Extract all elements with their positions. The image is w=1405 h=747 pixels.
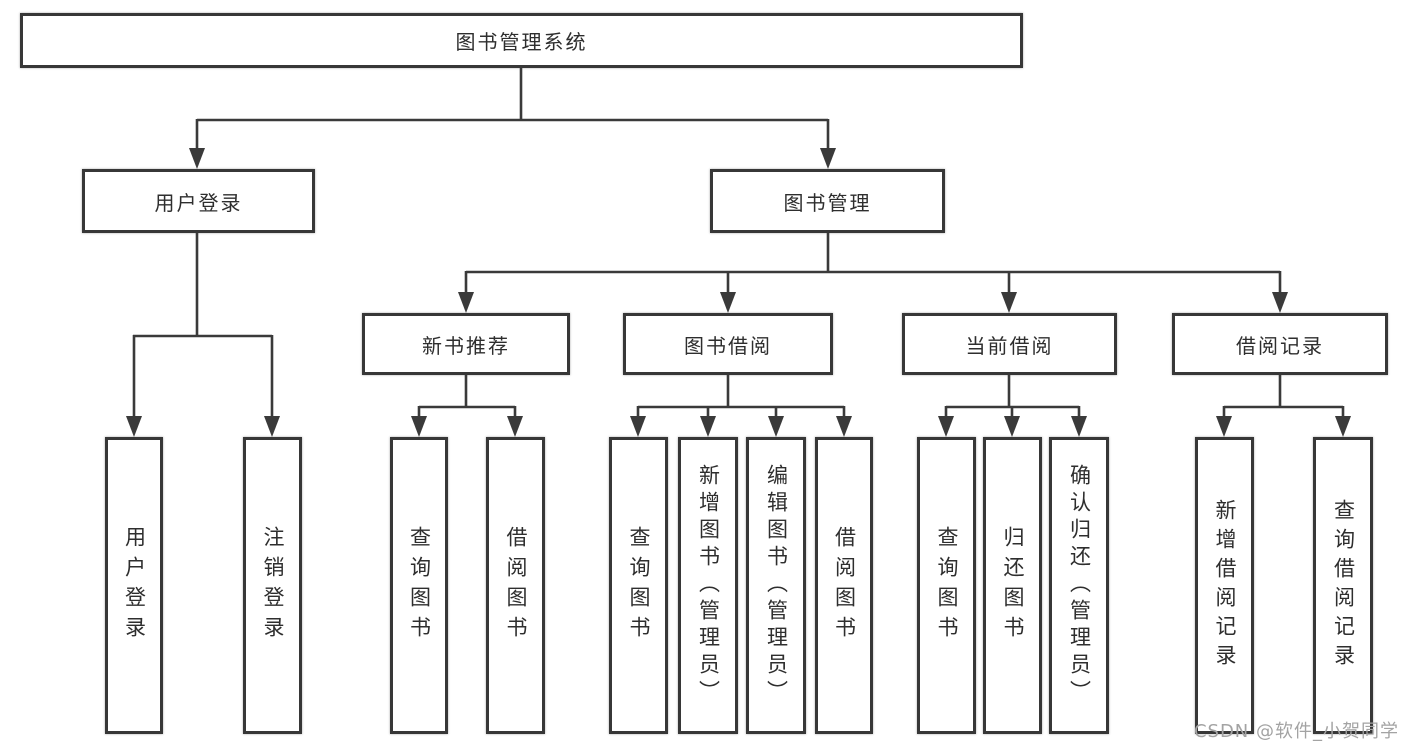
node-borrowing-records-label: 借阅记录 bbox=[1236, 333, 1324, 358]
leaf-add-books-admin: 新增图书（管理员） bbox=[678, 437, 738, 734]
leaf-return-books-label: 归还图书 bbox=[1001, 525, 1025, 646]
node-current-borrowing-label: 当前借阅 bbox=[965, 333, 1054, 358]
node-user-login: 用户登录 bbox=[82, 169, 315, 233]
leaf-query-borrow-record-label: 查询借阅记录 bbox=[1331, 498, 1356, 673]
csdn-watermark: CSDN @软件_小贺同学 bbox=[1193, 721, 1399, 742]
node-borrowing-records: 借阅记录 bbox=[1172, 313, 1388, 375]
leaf-add-borrow-record-label: 新增借阅记录 bbox=[1213, 498, 1237, 673]
leaf-query-borrow-record: 查询借阅记录 bbox=[1313, 437, 1373, 734]
node-book-borrowing: 图书借阅 bbox=[623, 313, 833, 375]
node-book-management-label: 图书管理 bbox=[783, 190, 872, 215]
leaf-borrowing-borrow-books-label: 借阅图书 bbox=[832, 525, 857, 646]
leaf-recommend-query-books-label: 查询图书 bbox=[407, 525, 432, 646]
leaf-confirm-return-admin-label: 确认归还（管理员） bbox=[1067, 464, 1092, 707]
leaf-logout-label: 注销登录 bbox=[261, 525, 285, 646]
leaf-edit-books-admin: 编辑图书（管理员） bbox=[746, 437, 806, 734]
leaf-borrowing-query-books: 查询图书 bbox=[609, 437, 668, 734]
node-new-book-recommendation-label: 新书推荐 bbox=[422, 333, 510, 358]
leaf-borrowing-borrow-books: 借阅图书 bbox=[815, 437, 873, 734]
node-book-management: 图书管理 bbox=[710, 169, 945, 233]
leaf-recommend-borrow-books: 借阅图书 bbox=[486, 437, 545, 734]
node-root-label: 图书管理系统 bbox=[455, 30, 588, 54]
leaf-borrowing-query-books-label: 查询图书 bbox=[627, 525, 651, 646]
leaf-add-books-admin-label: 新增图书（管理员） bbox=[696, 464, 721, 707]
node-root-library-system: 图书管理系统 bbox=[20, 13, 1023, 68]
leaf-user-login: 用户登录 bbox=[105, 437, 163, 734]
leaf-recommend-borrow-books-label: 借阅图书 bbox=[504, 525, 528, 646]
leaf-confirm-return-admin: 确认归还（管理员） bbox=[1049, 437, 1109, 734]
node-book-borrowing-label: 图书借阅 bbox=[684, 333, 772, 358]
leaf-add-borrow-record: 新增借阅记录 bbox=[1195, 437, 1254, 734]
leaf-user-login-label: 用户登录 bbox=[122, 525, 147, 646]
leaf-return-books: 归还图书 bbox=[983, 437, 1042, 734]
node-new-book-recommendation: 新书推荐 bbox=[362, 313, 570, 375]
node-current-borrowing: 当前借阅 bbox=[902, 313, 1117, 375]
leaf-edit-books-admin-label: 编辑图书（管理员） bbox=[764, 464, 789, 707]
leaf-recommend-query-books: 查询图书 bbox=[390, 437, 448, 734]
node-user-login-label: 用户登录 bbox=[154, 190, 243, 215]
leaf-logout: 注销登录 bbox=[243, 437, 302, 734]
leaf-current-query-books-label: 查询图书 bbox=[935, 525, 959, 646]
leaf-current-query-books: 查询图书 bbox=[917, 437, 976, 734]
